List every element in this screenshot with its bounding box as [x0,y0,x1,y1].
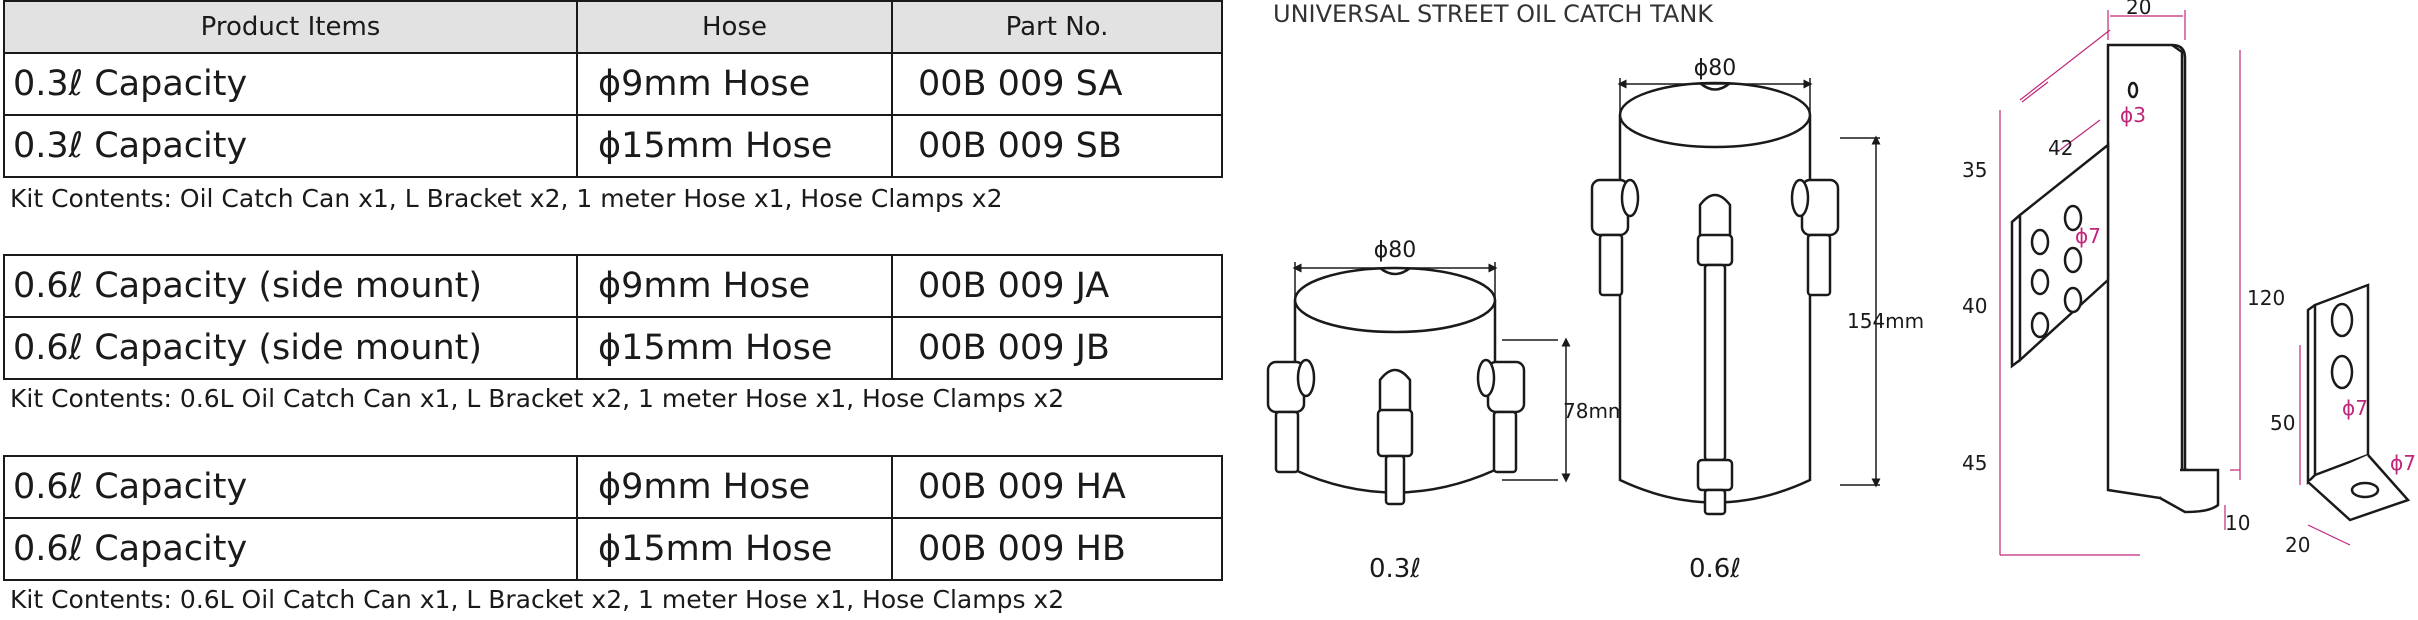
l-bracket-base-label: 20 [2285,533,2310,557]
tall-bracket [2010,43,2220,514]
table-row: 0.6ℓ Capacity ϕ15mm Hose 00B 009 HB [3,517,1223,581]
kit-contents-3: Kit Contents: 0.6L Oil Catch Can x1, L B… [10,585,1065,614]
cell-item: 0.6ℓ Capacity (side mount) [3,316,578,380]
kit-contents-2: Kit Contents: 0.6L Oil Catch Can x1, L B… [10,384,1065,413]
table-row: 0.6ℓ Capacity (side mount) ϕ9mm Hose 00B… [3,254,1223,318]
table-row: 0.6ℓ Capacity (side mount) ϕ15mm Hose 00… [3,316,1223,380]
tall-bracket-width-label: 20 [2126,0,2151,19]
tall-bracket-dim-45: 45 [1962,451,1987,475]
table-row: 0.6ℓ Capacity ϕ9mm Hose 00B 009 HA [3,455,1223,519]
tall-bracket-plate-width-label: 42 [2048,136,2073,160]
spec-table-3: 0.6ℓ Capacity ϕ9mm Hose 00B 009 HA 0.6ℓ … [3,455,1223,581]
l-bracket-dimensions [2299,345,2351,546]
table-row: 0.3ℓ Capacity ϕ15mm Hose 00B 009 SB [3,114,1223,178]
cell-part: 00B 009 JA [891,254,1223,318]
large-can-dimensions [1617,78,1881,488]
l-bracket-hole-label: ϕ7 [2342,396,2368,420]
cell-part: 00B 009 SB [891,114,1223,178]
cell-item: 0.3ℓ Capacity [3,52,578,116]
l-bracket [2306,283,2411,522]
small-can [1266,266,1526,506]
l-bracket-height-label: 50 [2270,411,2295,435]
tall-bracket-hole-top-label: ϕ3 [2120,103,2146,127]
header-hose: Hose [576,0,893,54]
cell-item: 0.3ℓ Capacity [3,114,578,178]
small-can-caption: 0.3ℓ [1369,554,1421,584]
tall-bracket-hole-plate-label: ϕ7 [2075,224,2101,248]
oil-catch-tank-diagram: UNIVERSAL STREET OIL CATCH TANK ϕ80 78mm… [1266,0,2416,584]
cell-item: 0.6ℓ Capacity [3,517,578,581]
cell-hose: ϕ15mm Hose [576,517,893,581]
tall-bracket-dim-120: 120 [2247,286,2285,310]
header-part-no: Part No. [891,0,1223,54]
diagram-title: UNIVERSAL STREET OIL CATCH TANK [1273,0,1714,28]
table-header-row: Product Items Hose Part No. [3,0,1223,54]
spec-table-1: Product Items Hose Part No. 0.3ℓ Capacit… [3,0,1223,178]
large-can [1590,81,1840,516]
small-can-diameter-label: ϕ80 [1374,238,1417,263]
cell-part: 00B 009 SA [891,52,1223,116]
large-can-height-label: 154mm [1847,309,1924,333]
small-can-dimensions [1292,262,1571,483]
tall-bracket-dim-10: 10 [2225,511,2250,535]
cell-hose: ϕ15mm Hose [576,114,893,178]
spec-table-2: 0.6ℓ Capacity (side mount) ϕ9mm Hose 00B… [3,254,1223,380]
cell-hose: ϕ9mm Hose [576,254,893,318]
header-product-items: Product Items [3,0,578,54]
cell-part: 00B 009 HA [891,455,1223,519]
large-can-caption: 0.6ℓ [1689,554,1741,584]
cell-hose: ϕ15mm Hose [576,316,893,380]
cell-part: 00B 009 JB [891,316,1223,380]
tall-bracket-dim-40: 40 [1962,294,1987,318]
large-can-diameter-label: ϕ80 [1694,56,1737,81]
kit-contents-1: Kit Contents: Oil Catch Can x1, L Bracke… [10,184,1003,213]
tall-bracket-dim-35: 35 [1962,158,1987,182]
l-bracket-hole-base-label: ϕ7 [2390,451,2416,475]
cell-item: 0.6ℓ Capacity [3,455,578,519]
table-row: 0.3ℓ Capacity ϕ9mm Hose 00B 009 SA [3,52,1223,116]
cell-part: 00B 009 HB [891,517,1223,581]
cell-item: 0.6ℓ Capacity (side mount) [3,254,578,318]
cell-hose: ϕ9mm Hose [576,455,893,519]
small-can-height-label: 78mm [1563,399,1627,423]
tall-bracket-dimensions [1999,10,2241,556]
cell-hose: ϕ9mm Hose [576,52,893,116]
